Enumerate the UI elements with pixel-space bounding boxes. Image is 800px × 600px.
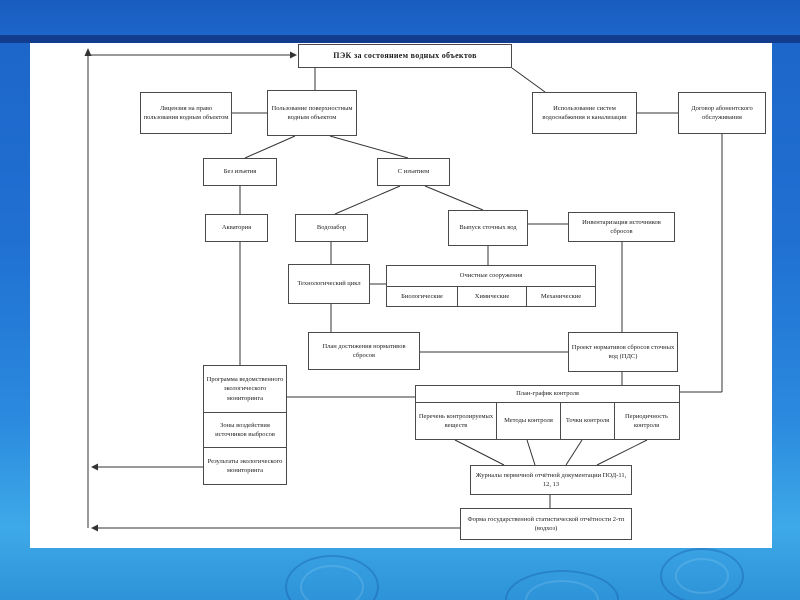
box-with-withdrawal: С изъятием xyxy=(377,158,450,186)
arrowhead-left-form xyxy=(91,524,98,532)
box-journals: Журналы первичной отчётной документации … xyxy=(470,465,632,495)
box-contract: Договор абонентского обслуживания xyxy=(678,92,766,134)
schedule-cell-methods: Методы контроля xyxy=(496,403,560,439)
schedule-cell-frequency: Периодичность контроля xyxy=(614,403,678,439)
ripple-decoration xyxy=(675,558,729,594)
treatment-header: Очистные сооружения xyxy=(387,266,595,287)
box-water-intake: Водозабор xyxy=(295,214,368,242)
ripple-decoration xyxy=(660,548,744,600)
treatment-cell-biological: Биологические xyxy=(401,292,443,300)
control-schedule-header: План-график контроля xyxy=(416,386,679,403)
arrowhead-up xyxy=(84,48,92,56)
box-title: ПЭК за состоянием водных объектов xyxy=(298,44,512,68)
box-project-pds: Проект нормативов сбросов сточных вод (П… xyxy=(568,332,678,372)
monitoring-cell-program: Программа ведомственного экологического … xyxy=(206,375,284,402)
arrowhead-into-title xyxy=(290,51,297,59)
arrowhead-left-results xyxy=(91,463,98,471)
schedule-cell-points: Точки контроля xyxy=(560,403,614,439)
monitoring-cell-impact-zones: Зоны воздействия источников выбросов xyxy=(204,412,286,447)
box-treatment-facilities: Очистные сооружения Биологические Химиче… xyxy=(386,265,596,307)
box-aquatoria: Акватория xyxy=(205,214,268,242)
box-surface-use: Пользование поверхностным водным объекто… xyxy=(267,90,357,136)
box-no-withdrawal: Без изъятия xyxy=(203,158,277,186)
top-accent-band xyxy=(0,35,800,43)
box-discharge-inventory: Инвентаризация источников сбросов xyxy=(568,212,675,242)
treatment-cell-chemical: Химические xyxy=(457,287,526,306)
treatment-cell-mechanical: Механические xyxy=(526,287,595,306)
box-license: Лицензия на право пользования водным объ… xyxy=(140,92,232,134)
ripple-decoration xyxy=(300,565,364,600)
box-tech-cycle: Технологический цикл xyxy=(288,264,370,304)
box-plan-achievement: План достижения нормативов сбросов xyxy=(308,332,420,370)
box-systems-use: Использование систем водоснабжения и кан… xyxy=(532,92,637,134)
box-stat-form: Форма государственной статистической отч… xyxy=(460,508,632,540)
box-monitoring-stack: Программа ведомственного экологического … xyxy=(203,365,287,485)
monitoring-cell-results: Результаты экологического мониторинга xyxy=(204,447,286,484)
box-control-schedule: План-график контроля Перечень контролиру… xyxy=(415,385,680,440)
schedule-cell-substances: Перечень контролируемых веществ xyxy=(418,412,494,429)
box-wastewater-discharge: Выпуск сточных вод xyxy=(448,210,528,246)
